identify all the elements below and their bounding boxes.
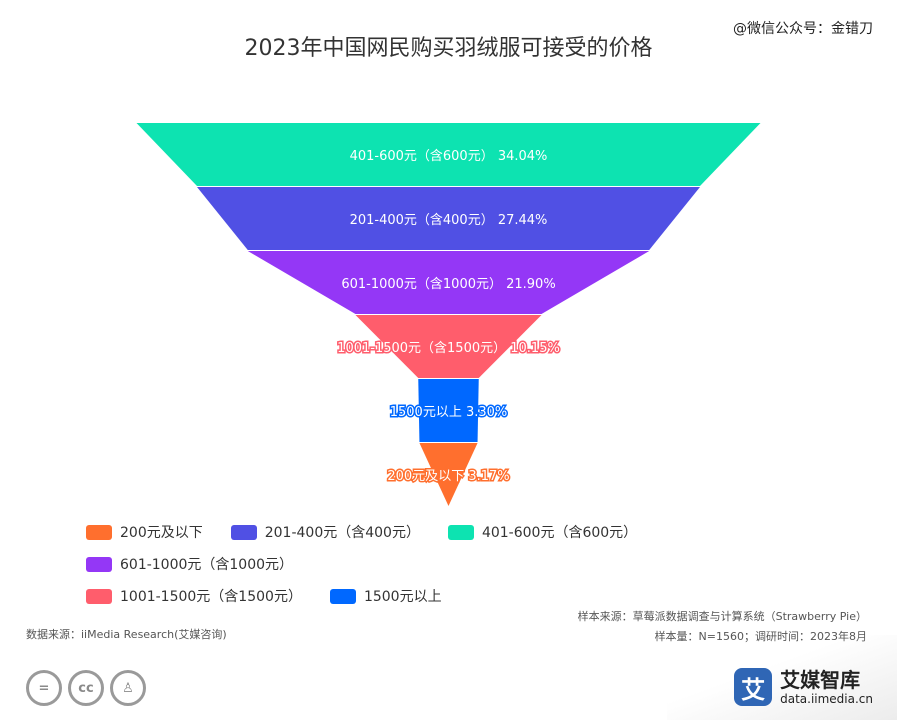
legend-swatch xyxy=(86,556,112,572)
legend-item-2[interactable]: 401-600元（含600元） xyxy=(447,522,638,542)
legend-item-0[interactable]: 200元及以下 xyxy=(86,522,203,542)
legend-swatch xyxy=(86,588,112,604)
funnel-label-4: 1500元以上 3.30% xyxy=(390,405,508,420)
funnel-segment-5 xyxy=(419,443,478,506)
cc-icon: cc xyxy=(68,670,104,706)
legend-label: 1001-1500元（含1500元） xyxy=(120,589,302,605)
legend-item-3[interactable]: 601-1000元（含1000元） xyxy=(86,554,293,574)
chart-title: 2023年中国网民购买羽绒服可接受的价格 xyxy=(244,36,653,61)
legend-label: 601-1000元（含1000元） xyxy=(120,557,294,573)
legend-item-5[interactable]: 1500元以上 xyxy=(329,586,442,606)
person-icon: ♙ xyxy=(110,670,146,706)
equal-icon: = xyxy=(26,670,62,706)
brand-name: 艾媒智库 xyxy=(780,668,861,692)
brand-background xyxy=(667,635,897,720)
license-icons: =cc♙ xyxy=(26,670,146,706)
funnel-chart: 401-600元（含600元） 34.04% 201-400元（含400元） 27… xyxy=(136,123,761,506)
legend-swatch xyxy=(329,588,356,604)
brand-logo-icon: 艾 xyxy=(734,668,773,706)
data-source-text: 数据来源：iiMedia Research(艾媒咨询) xyxy=(26,628,227,641)
brand-block: 艾 艾媒智库 data.iimedia.cn xyxy=(734,668,873,706)
legend-label: 201-400元（含400元） xyxy=(264,525,420,541)
watermark-text: @微信公众号：金错刀 xyxy=(733,21,873,37)
sample-source-text: 样本来源：草莓派数据调查与计算系统（Strawberry Pie） xyxy=(577,610,867,623)
funnel-label-2: 601-1000元（含1000元） 21.90% xyxy=(341,276,555,292)
brand-url: data.iimedia.cn xyxy=(780,692,873,706)
legend-label: 1500元以上 xyxy=(363,589,442,605)
funnel-segment-2 xyxy=(247,251,650,314)
legend-label: 401-600元（含600元） xyxy=(481,525,638,541)
legend-item-1[interactable]: 201-400元（含400元） xyxy=(230,522,420,542)
chart-legend: 200元及以下 201-400元（含400元） 401-600元（含600元） 601… xyxy=(86,522,846,618)
funnel-label-0: 401-600元（含600元） 34.04% xyxy=(350,148,548,164)
funnel-segment-1 xyxy=(196,187,701,250)
funnel-label-5: 200元及以下 3.17% xyxy=(387,469,509,484)
funnel-segment-4 xyxy=(418,379,479,442)
funnel-segment-3 xyxy=(355,315,542,378)
legend-swatch xyxy=(86,524,112,540)
legend-label: 200元及以下 xyxy=(120,525,203,541)
legend-swatch xyxy=(447,524,474,540)
funnel-label-1: 201-400元（含400元） 27.44% xyxy=(350,212,548,228)
funnel-label-3: 1001-1500元（含1500元） 10.15% xyxy=(337,340,560,356)
legend-swatch xyxy=(230,524,257,540)
legend-item-4[interactable]: 1001-1500元（含1500元） xyxy=(86,586,302,606)
funnel-segment-0 xyxy=(136,123,761,186)
